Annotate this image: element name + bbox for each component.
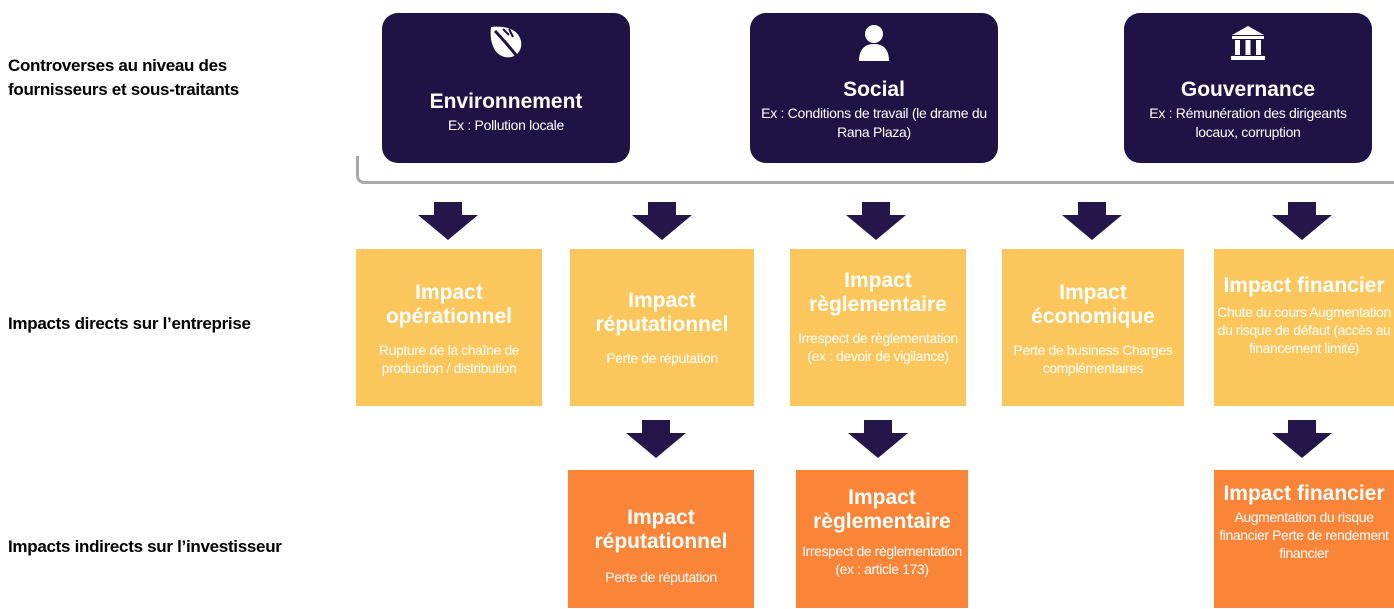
- governance-subtitle: Ex : Rémunération des dirigeants locaux,…: [1149, 105, 1347, 140]
- direct-impact-financial-title: Impact financier: [1223, 274, 1385, 297]
- arrow-down-icon: [1272, 420, 1332, 458]
- leaf-icon: [487, 23, 525, 68]
- arrow-down-icon: [418, 202, 478, 240]
- arrow-down-icon: [1272, 202, 1332, 240]
- arrow-down-icon: [632, 202, 692, 240]
- direct-impact-regulatory: Impact règlementaire Irrespect de règlem…: [790, 249, 966, 406]
- social-subtitle: Ex : Conditions de travail (le drame du …: [761, 105, 987, 140]
- direct-impact-reputational: Impact réputationnel Perte de réputation: [570, 249, 754, 406]
- indirect-impact-regulatory: Impact règlementaire Irrespect de règlem…: [796, 470, 968, 608]
- grouping-bracket: [356, 156, 1394, 184]
- row-label-direct-impacts: Impacts directs sur l’entreprise: [8, 314, 251, 333]
- social-box: Social Ex : Conditions de travail (le dr…: [750, 13, 998, 163]
- governance-title: Gouvernance: [1180, 78, 1316, 101]
- row-label-indirect-impacts: Impacts indirects sur l’investisseur: [8, 537, 282, 556]
- arrow-down-icon: [848, 420, 908, 458]
- indirect-impact-regulatory-subtitle: Irrespect de règlementation (ex : articl…: [802, 543, 962, 577]
- indirect-impact-financial-title: Impact financier: [1223, 482, 1385, 505]
- direct-impact-economic: Impact économique Perte de business Char…: [1002, 249, 1184, 406]
- direct-impact-operational: Impact opérationnel Rupture de la chaîne…: [356, 249, 542, 406]
- arrow-down-icon: [626, 420, 686, 458]
- indirect-impact-reputational-title: Impact réputationnel: [594, 506, 728, 553]
- direct-impact-financial: Impact financier Chute du cours Augmenta…: [1214, 249, 1394, 406]
- environment-box: Environnement Ex : Pollution locale: [382, 13, 630, 163]
- indirect-impact-financial: Impact financier Augmentation du risque …: [1214, 470, 1394, 608]
- direct-impact-regulatory-title: Impact règlementaire: [809, 269, 947, 316]
- direct-impact-reputational-subtitle: Perte de réputation: [606, 350, 718, 366]
- direct-impact-economic-subtitle: Perte de business Charges complémentaire…: [1013, 342, 1173, 376]
- social-title: Social: [843, 78, 905, 101]
- indirect-impact-regulatory-title: Impact règlementaire: [813, 486, 951, 533]
- governance-box: Gouvernance Ex : Rémunération des dirige…: [1124, 13, 1372, 163]
- person-icon: [857, 23, 891, 68]
- arrow-down-icon: [1062, 202, 1122, 240]
- direct-impact-operational-title: Impact opérationnel: [385, 281, 512, 328]
- building-columns-icon: [1228, 23, 1268, 68]
- indirect-impact-reputational-subtitle: Perte de réputation: [605, 569, 717, 585]
- environment-subtitle: Ex : Pollution locale: [448, 117, 564, 133]
- row-label-controversies: Controverses au niveau des fournisseurs …: [8, 56, 239, 99]
- arrow-down-icon: [846, 202, 906, 240]
- direct-impact-reputational-title: Impact réputationnel: [595, 289, 729, 336]
- direct-impact-operational-subtitle: Rupture de la chaîne de production / dis…: [378, 342, 520, 376]
- indirect-impact-financial-subtitle: Augmentation du risque financier Perte d…: [1219, 509, 1389, 561]
- indirect-impact-reputational: Impact réputationnel Perte de réputation: [568, 470, 754, 608]
- direct-impact-financial-subtitle: Chute du cours Augmentation du risque de…: [1217, 304, 1391, 356]
- direct-impact-economic-title: Impact économique: [1031, 281, 1155, 328]
- direct-impact-regulatory-subtitle: Irrespect de règlementation (ex : devoir…: [798, 330, 958, 364]
- environment-title: Environnement: [429, 90, 583, 113]
